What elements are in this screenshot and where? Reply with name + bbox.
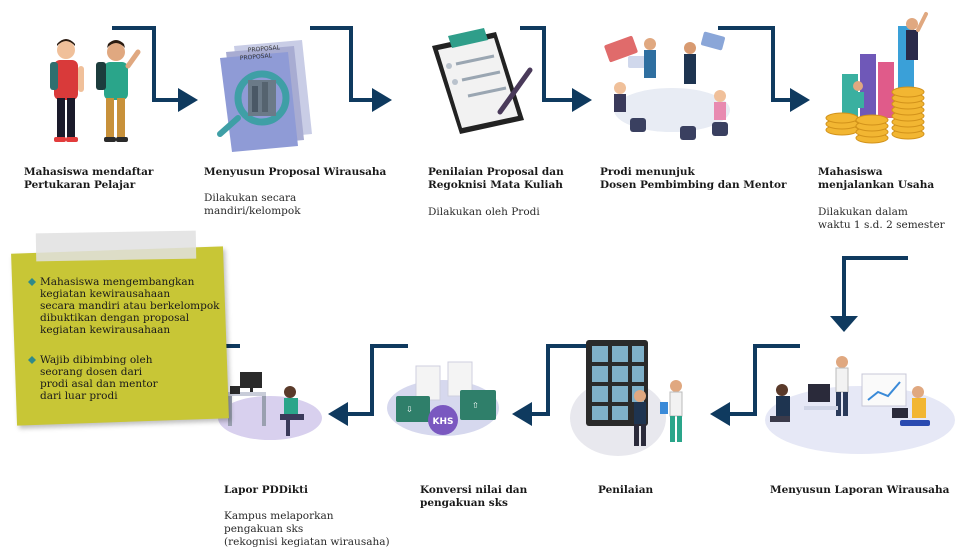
students-illustration — [50, 39, 141, 142]
arrow-2-3 — [372, 88, 392, 112]
arrow-6-7 — [710, 402, 730, 426]
clipboard-illustration — [432, 28, 533, 134]
note-item-1: Mahasiswa mengembangkan kegiatan kewirau… — [40, 276, 220, 336]
note-bullet-icon — [28, 278, 36, 286]
note-item-2: Wajib dibimbing oleh seorang dosen dari … — [40, 354, 158, 402]
step-2-title: Menyusun Proposal Wirausaha — [204, 166, 387, 178]
step-8-title: Konversi nilai dan pengakuan sks — [420, 484, 528, 509]
business-illustration — [825, 12, 928, 144]
connector-2-3 — [310, 26, 372, 102]
svg-text:⇧: ⇧ — [472, 401, 479, 410]
step-7-title: Penilaian — [598, 484, 654, 496]
arrow-8-9 — [328, 402, 348, 426]
assessment-illustration — [570, 340, 683, 456]
meeting-illustration — [604, 31, 730, 140]
step-5-title: Mahasiswa menjalankan Usaha — [818, 166, 935, 191]
step-9-title: Lapor PDDikti — [224, 484, 308, 496]
arrow-4-5 — [790, 88, 810, 112]
arrow-3-4 — [572, 88, 592, 112]
arrow-1-2 — [178, 88, 198, 112]
report-office-illustration — [765, 356, 955, 454]
connector-1-2 — [112, 26, 178, 102]
connector-7-8 — [530, 344, 588, 416]
svg-text:⇩: ⇩ — [406, 405, 413, 414]
arrow-7-8 — [512, 402, 532, 426]
proposal-label-2: PROPOSAL — [240, 52, 273, 62]
step-3-desc: Dilakukan oleh Prodi — [428, 206, 540, 218]
khs-illustration: ⇩ ⇧ KHS — [387, 361, 499, 436]
step-2-desc: Dilakukan secara mandiri/kelompok — [204, 192, 301, 217]
step-9-desc: Kampus melaporkan pengakuan sks (rekogni… — [224, 510, 390, 548]
step-3-title: Penilaian Proposal dan Regoknisi Mata Ku… — [428, 166, 564, 191]
pddikti-illustration — [218, 372, 322, 440]
step-5-desc: Dilakukan dalam waktu 1 s.d. 2 semester — [818, 206, 945, 231]
sticky-note-tape — [35, 230, 197, 262]
connector-6-7 — [728, 344, 800, 416]
connector-8-9 — [348, 344, 408, 416]
proposal-illustration: PROPOSAL PROPOSAL — [217, 40, 312, 152]
connector-4-5 — [718, 26, 790, 102]
arrow-5-6 — [830, 316, 858, 332]
step-4-title: Prodi menunjuk Dosen Pembimbing dan Ment… — [600, 166, 787, 191]
connector-3-4 — [520, 26, 572, 102]
note-bullet-icon — [28, 356, 36, 364]
step-1-title: Mahasiswa mendaftar Pertukaran Pelajar — [24, 166, 154, 191]
khs-label: KHS — [433, 417, 454, 427]
proposal-label-1: PROPOSAL — [248, 44, 281, 54]
step-6-title: Menyusun Laporan Wirausaha — [770, 484, 950, 496]
connector-5-6 — [842, 256, 908, 318]
